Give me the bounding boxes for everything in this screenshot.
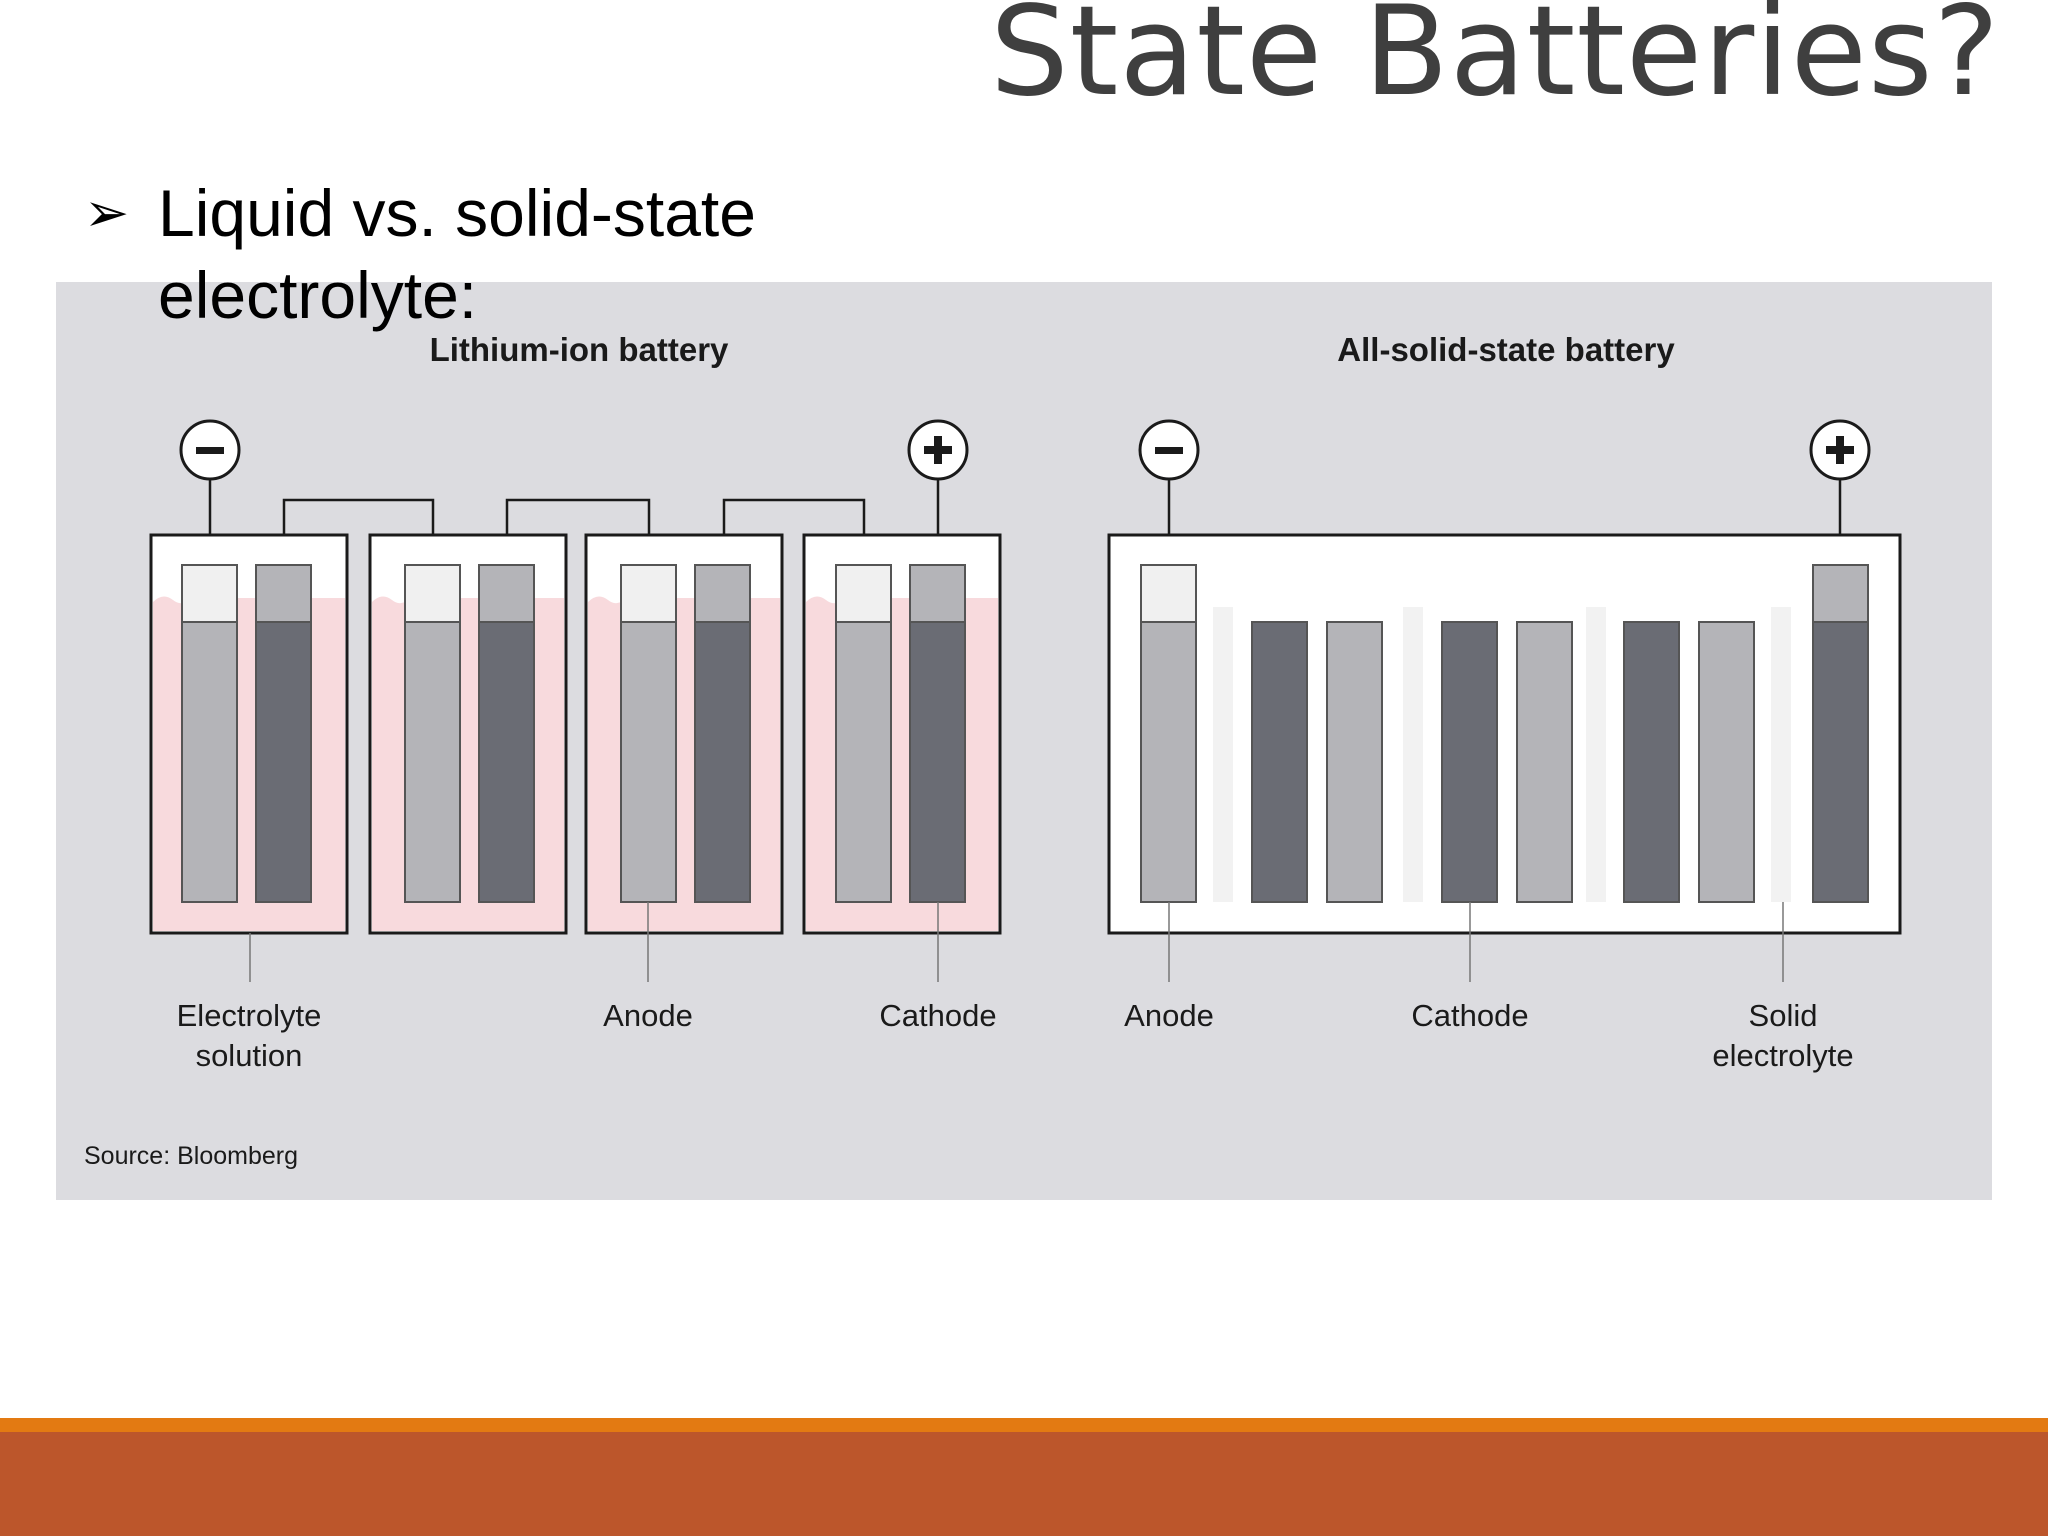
solid-negative-terminal-icon (1138, 419, 1200, 481)
solid-positive-terminal-icon (1809, 419, 1871, 481)
liquid-cell-2 (368, 533, 568, 935)
liquid-battery-title: Lithium-ion battery (430, 331, 729, 368)
label-solid-cathode: Cathode (1411, 998, 1528, 1033)
liquid-negative-terminal-icon (179, 419, 241, 481)
footer-accent-line (0, 1418, 2048, 1432)
label-solid-anode: Anode (1124, 998, 1214, 1033)
battery-comparison-figure: Lithium-ion battery (56, 282, 1992, 1200)
label-liquid-anode: Anode (603, 998, 693, 1033)
liquid-positive-terminal-icon (907, 419, 969, 481)
solid-battery-title: All-solid-state battery (1337, 331, 1675, 368)
slide-title: State Batteries? (990, 0, 2001, 124)
liquid-cell-1 (149, 533, 349, 935)
bullet-arrow-icon: ➢ (84, 183, 130, 243)
label-electrolyte-solution-line1: Electrolyte (177, 998, 322, 1033)
figure-source: Source: Bloomberg (84, 1142, 298, 1170)
liquid-cell-4 (802, 533, 1002, 935)
bullet-text: Liquid vs. solid-state electrolyte: (158, 176, 756, 332)
label-solid-electrolyte-line2: electrolyte (1712, 1038, 1853, 1073)
label-electrolyte-solution-line2: solution (196, 1038, 303, 1073)
solid-cell (1107, 533, 1902, 935)
label-solid-electrolyte-line1: Solid (1749, 998, 1818, 1033)
liquid-cell-3 (584, 533, 784, 935)
liquid-leader-lines (249, 902, 939, 982)
label-liquid-cathode: Cathode (879, 998, 996, 1033)
footer-bar (0, 1432, 2048, 1536)
solid-leader-lines (1168, 902, 1784, 982)
